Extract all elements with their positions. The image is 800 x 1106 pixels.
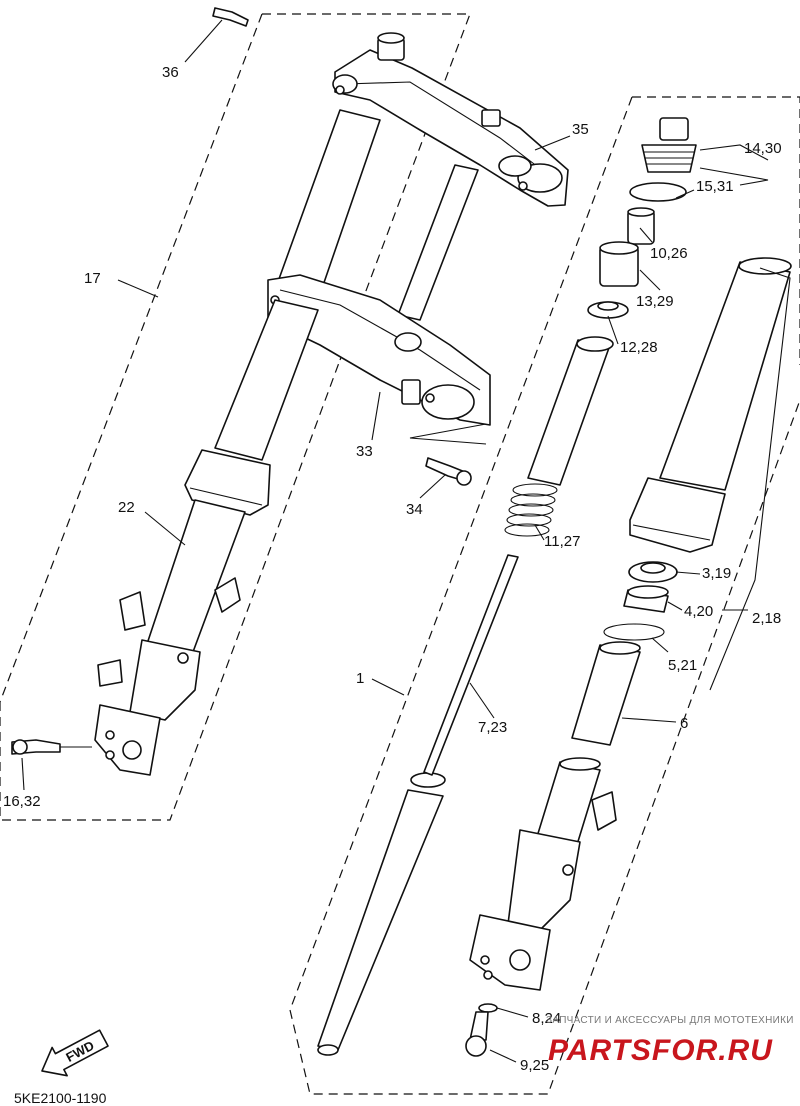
fork-tubes-upper	[274, 109, 479, 321]
upper-triple-clamp	[332, 32, 569, 207]
label-15-31: 15,31	[696, 178, 734, 195]
label-5-21: 5,21	[668, 657, 697, 674]
part-labels: 36 35 17 33 34 22 16,32 1 7,23 14,30 15,…	[3, 64, 782, 1074]
label-22: 22	[118, 499, 135, 516]
label-2-18: 2,18	[752, 610, 781, 627]
label-17: 17	[84, 270, 101, 287]
label-35: 35	[572, 121, 589, 138]
label-3-19: 3,19	[702, 565, 731, 582]
label-9-25: 9,25	[520, 1057, 549, 1074]
leader-lines	[21, 19, 791, 1063]
label-36: 36	[162, 64, 179, 81]
label-34: 34	[406, 501, 423, 518]
left-fork-leg	[94, 299, 319, 776]
damper-rod-assembly	[317, 554, 519, 1056]
label-14-30: 14,30	[744, 140, 782, 157]
label-8-24: 8,24	[532, 1010, 561, 1027]
right-exploded-parts	[465, 117, 792, 1057]
label-33: 33	[356, 443, 373, 460]
label-10-26: 10,26	[650, 245, 688, 262]
label-13-29: 13,29	[636, 293, 674, 310]
label-6: 6	[680, 715, 688, 732]
spring-coils	[504, 483, 558, 537]
watermark-caption: ЗАПЧАСТИ И АКСЕССУАРЫ ДЛЯ МОТОТЕХНИКИ	[546, 1015, 794, 1026]
bolts-left	[11, 7, 472, 755]
label-4-20: 4,20	[684, 603, 713, 620]
assembly-outlines	[0, 13, 800, 1095]
label-12-28: 12,28	[620, 339, 658, 356]
label-11-27: 11,27	[544, 533, 580, 550]
watermark-logo: PARTSFOR.RU	[548, 1034, 773, 1067]
label-1: 1	[356, 670, 364, 687]
lower-triple-clamp	[267, 274, 491, 426]
label-16-32: 16,32	[3, 793, 41, 810]
forward-arrow-icon: FWD	[41, 1029, 109, 1077]
diagram-code: 5KE2100-1190	[14, 1090, 107, 1106]
label-7-23: 7,23	[478, 719, 507, 736]
watermark: ЗАПЧАСТИ И АКСЕССУАРЫ ДЛЯ МОТОТЕХНИКИ PA…	[546, 1015, 794, 1067]
